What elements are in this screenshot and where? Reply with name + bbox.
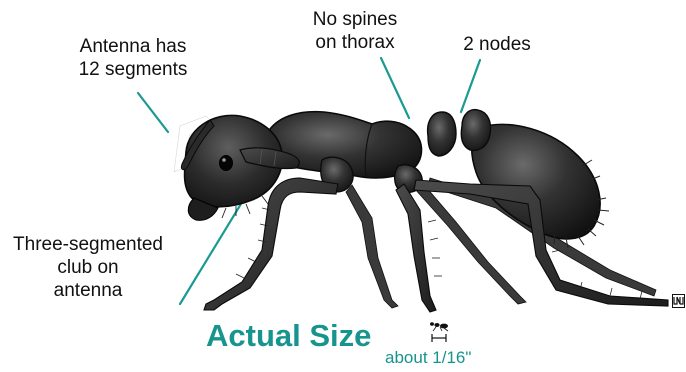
label-club-line-2: club on	[0, 256, 176, 279]
brand-logo-icon	[672, 294, 685, 308]
leader-line-spines	[381, 58, 409, 118]
ant-eye	[220, 156, 233, 171]
label-club-line-3: antenna	[0, 279, 176, 302]
label-spines-line-1: No spines	[290, 8, 420, 31]
scale-bar	[432, 334, 446, 342]
ant-node-2	[461, 110, 490, 151]
label-club-line-1: Three-segmented	[0, 233, 176, 256]
actual-size-title: Actual Size	[206, 318, 371, 354]
label-antenna-line-1: Antenna has	[58, 35, 208, 58]
actual-size-note: about 1/16"	[385, 348, 471, 368]
label-antenna-segments: Antenna has 12 segments	[58, 35, 208, 81]
label-nodes-text: 2 nodes	[452, 33, 542, 56]
label-antenna-line-2: 12 segments	[58, 58, 208, 81]
label-antenna-club: Three-segmented club on antenna	[0, 233, 176, 302]
label-spines-line-2: on thorax	[290, 31, 420, 54]
leader-line-antenna	[138, 93, 168, 132]
actual-size-ant-icon	[430, 322, 448, 331]
label-two-nodes: 2 nodes	[452, 33, 542, 56]
leader-line-nodes	[461, 60, 480, 112]
ant-node-1	[428, 112, 456, 156]
label-no-spines: No spines on thorax	[290, 8, 420, 54]
